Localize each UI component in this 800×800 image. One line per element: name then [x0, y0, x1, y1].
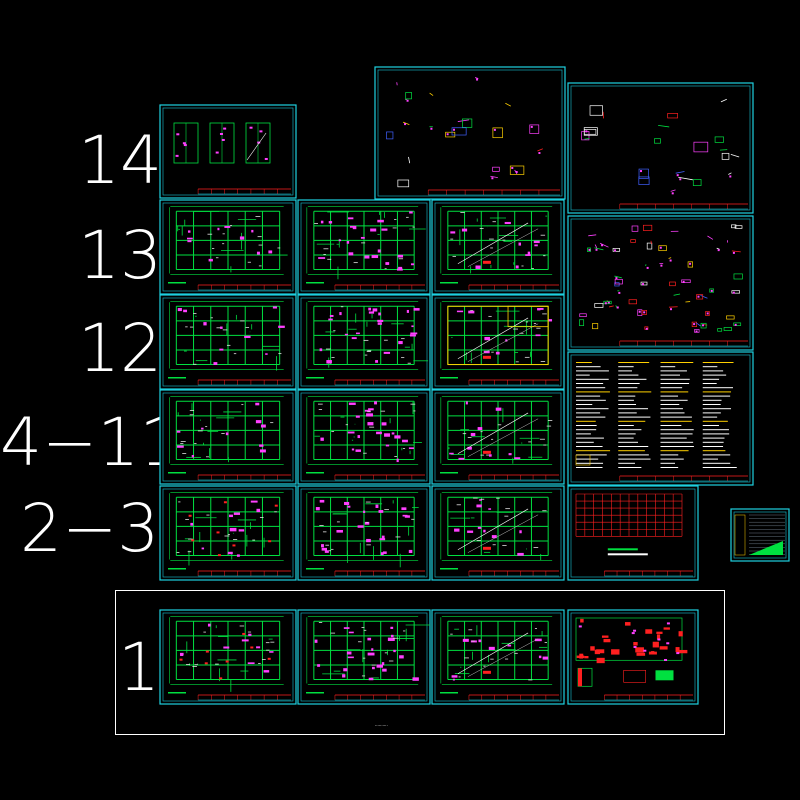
sheet-13-b[interactable]	[297, 199, 431, 295]
sheet-1-a[interactable]	[159, 609, 297, 705]
sheet-1-b[interactable]	[297, 609, 431, 705]
sheet-2-3-a[interactable]	[159, 485, 297, 581]
row-label-14: 14	[78, 122, 162, 199]
sheet-index[interactable]	[730, 508, 790, 562]
sheet-details-right-2[interactable]	[567, 215, 754, 351]
sheet-12-c[interactable]	[431, 294, 565, 390]
sheet-details-right-1[interactable]	[567, 82, 754, 214]
sheet-details-top[interactable]	[374, 66, 566, 200]
sheet-12-b[interactable]	[297, 294, 431, 390]
sheet-elevation[interactable]	[567, 485, 699, 581]
sheet-14-plan[interactable]	[159, 104, 297, 199]
sheet-4-11-c[interactable]	[431, 389, 565, 485]
row-label-2-3: 2−3	[20, 490, 160, 567]
sheet-1-c[interactable]	[431, 609, 565, 705]
floor-1-group-frame	[115, 590, 725, 735]
row-label-13: 13	[78, 217, 162, 294]
sheet-2-3-b[interactable]	[297, 485, 431, 581]
sheet-4-11-b[interactable]	[297, 389, 431, 485]
sheet-2-3-c[interactable]	[431, 485, 565, 581]
row-label-4-11: 4−11	[0, 404, 182, 481]
sheet-13-c[interactable]	[431, 199, 565, 295]
row-label-1: 1	[118, 629, 160, 706]
sheet-notes[interactable]	[567, 351, 754, 486]
row-label-12: 12	[78, 310, 162, 387]
group-caption: ··········	[375, 723, 388, 728]
sheet-13-a[interactable]	[159, 199, 297, 295]
sheet-1-d[interactable]	[567, 609, 699, 705]
sheet-12-a[interactable]	[159, 294, 297, 390]
sheet-4-11-a[interactable]	[159, 389, 297, 485]
